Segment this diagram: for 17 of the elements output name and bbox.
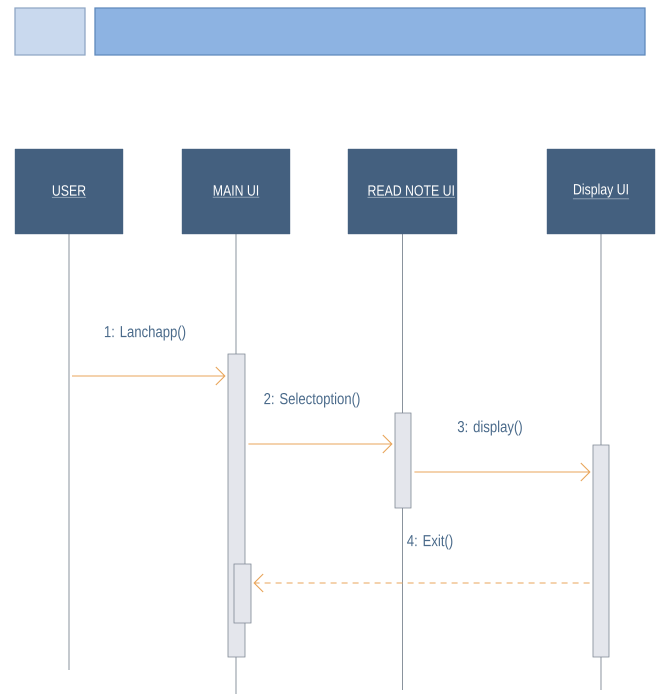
lifeline-head: READ NOTE UI [348,148,458,234]
edge-label: 1: Lanchapp() [102,324,188,342]
activation-bar [234,564,252,624]
edge-label: 4: Exit() [406,534,454,550]
activation-bar [394,412,412,508]
header-box [94,7,646,56]
lifeline-head: USER [14,148,124,234]
lifeline-head: MAIN UI [182,148,290,234]
lifeline-head: Display UI [546,148,656,234]
message-arrow [248,434,393,454]
header-box [14,7,86,56]
edge-label: 3: display() [456,420,524,436]
message-arrow [72,366,226,386]
activation-bar [592,444,610,658]
message-arrow [253,574,590,592]
message-arrow [414,462,591,482]
edge-label: 2: Selectoption() [262,392,362,408]
